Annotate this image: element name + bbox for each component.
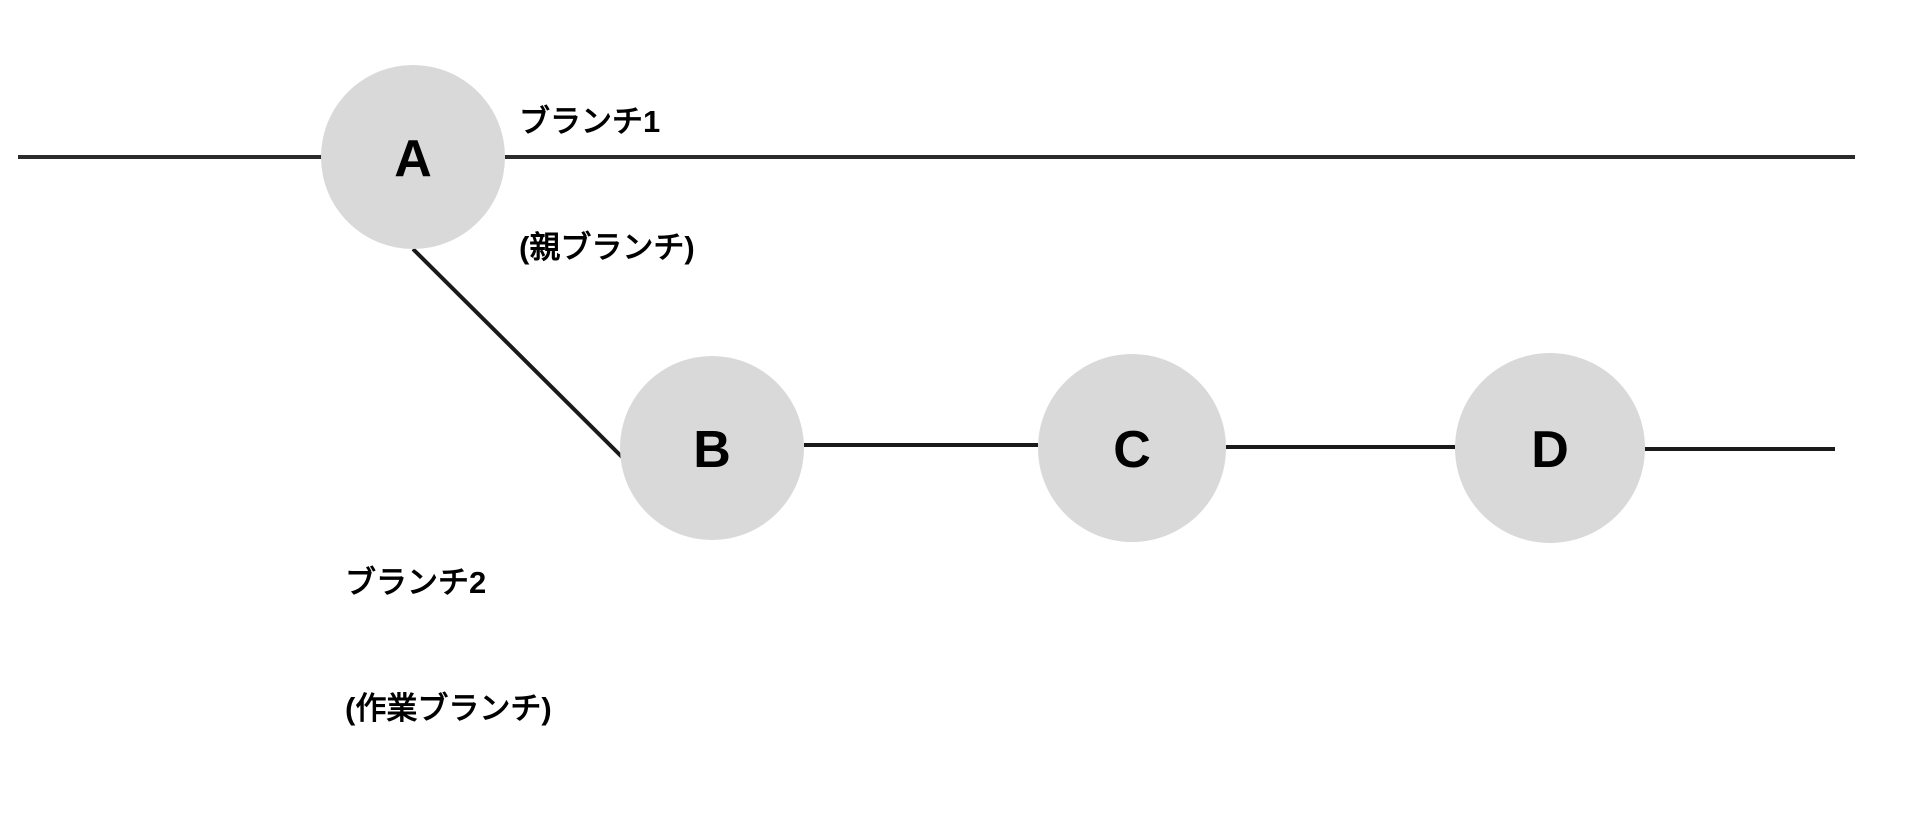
commit-node-a-label: A (394, 130, 432, 188)
commit-node-c-circle (1038, 354, 1226, 542)
commit-node-c-label: C (1113, 421, 1151, 479)
edge-a-to-b (411, 247, 626, 461)
commit-node-b[interactable]: B (620, 356, 804, 540)
branch-diagram-canvas: A B C D ブランチ1 (親ブランチ) ブランチ2 (作業ブランチ) (18, 17, 1855, 726)
commit-node-c[interactable]: C (1038, 354, 1226, 542)
branch-graph-svg: A B C D (18, 65, 1855, 543)
branch2-caption-line1: ブランチ2 (345, 565, 487, 600)
branch1-caption: ブランチ1 (親ブランチ) (519, 17, 695, 353)
commit-node-d[interactable]: D (1455, 353, 1645, 543)
branch1-caption-line1: ブランチ1 (519, 104, 661, 139)
branch2-caption: ブランチ2 (作業ブランチ) (345, 478, 552, 814)
branch1-caption-line2: (親ブランチ) (519, 230, 695, 265)
branch2-caption-line2: (作業ブランチ) (345, 691, 552, 726)
commit-node-b-label: B (693, 421, 731, 479)
commit-node-b-circle (620, 356, 804, 540)
commit-node-a[interactable]: A (321, 65, 505, 249)
commit-node-a-circle (321, 65, 505, 249)
commit-node-d-label: D (1531, 421, 1569, 479)
commit-node-d-circle (1455, 353, 1645, 543)
